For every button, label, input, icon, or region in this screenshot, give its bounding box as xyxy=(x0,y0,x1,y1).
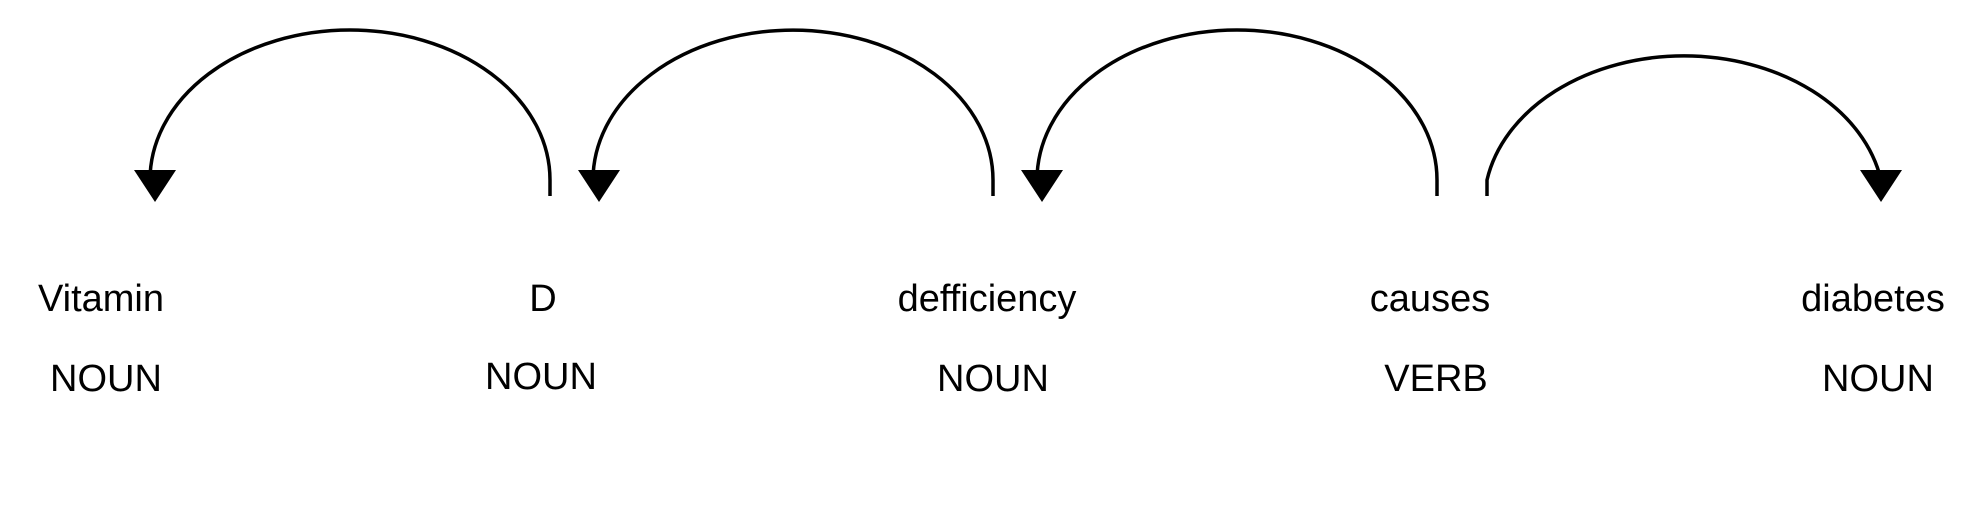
arrowhead-icon xyxy=(1021,170,1063,202)
token-word: causes xyxy=(1370,278,1490,320)
arrowhead-icon xyxy=(578,170,620,202)
token-pos-tag: NOUN xyxy=(1822,358,1934,400)
token-vitamin: Vitamin NOUN xyxy=(38,278,164,400)
arc-line xyxy=(1485,54,1883,196)
arc-line xyxy=(1035,28,1439,196)
dependency-arc-nsubj-causes-defficiency: nsubj xyxy=(1021,28,1439,202)
arc-line xyxy=(591,28,995,196)
token-word: diabetes xyxy=(1801,278,1945,320)
arrowhead-icon xyxy=(1860,170,1902,202)
dependency-arc-dobj-causes-diabetes: dobj xyxy=(1485,54,1902,202)
dependency-arc-compound-defficiency-d: compound xyxy=(578,28,995,202)
token-diabetes: diabetes NOUN xyxy=(1801,278,1945,400)
token-defficiency: defficiency NOUN xyxy=(898,278,1077,400)
token-pos-tag: NOUN xyxy=(485,356,597,398)
token-word: Vitamin xyxy=(38,278,164,320)
token-pos-tag: NOUN xyxy=(937,358,1049,400)
dependency-arc-compound-d-vitamin: compound xyxy=(134,28,552,202)
token-d: D NOUN xyxy=(485,278,597,398)
token-word: D xyxy=(529,278,556,320)
token-pos-tag: VERB xyxy=(1384,358,1487,400)
arrowhead-icon xyxy=(134,170,176,202)
arc-line xyxy=(148,28,552,196)
token-pos-tag: NOUN xyxy=(50,358,162,400)
token-causes: causes VERB xyxy=(1370,278,1490,400)
token-word: defficiency xyxy=(898,278,1077,320)
